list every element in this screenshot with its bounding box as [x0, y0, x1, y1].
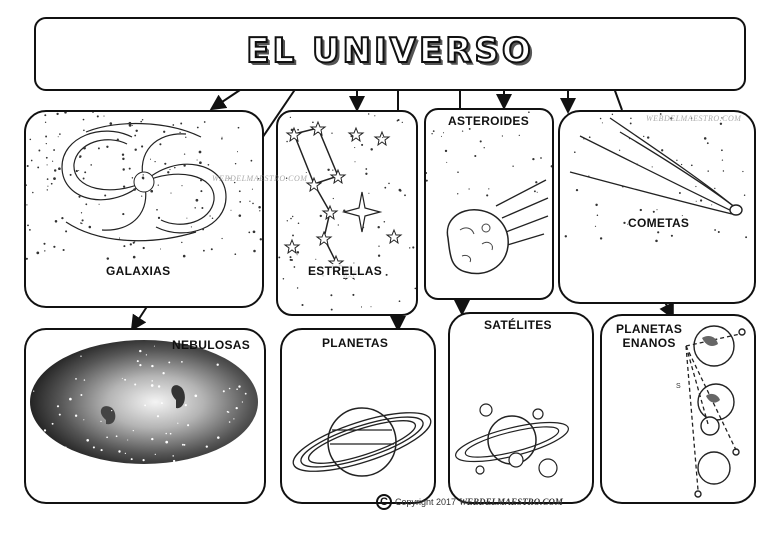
saturn-illustration: [292, 407, 432, 477]
main-title: EL UNIVERSO: [245, 30, 534, 72]
card-asteroides: ASTEROIDES: [424, 108, 554, 300]
label-planetas: PLANETAS: [322, 336, 389, 350]
edge-nebulosas-2: [130, 304, 149, 332]
card-cometas: COMETAS: [558, 110, 756, 304]
label-galaxias: GALAXIAS: [106, 264, 171, 278]
label-asteroides: ASTEROIDES: [448, 114, 530, 128]
card-estrellas: ESTRELLAS: [276, 110, 418, 316]
svg-text:S: S: [676, 383, 681, 390]
card-planetas-enanos: PLANETAS ENANOS S: [600, 314, 756, 504]
copyright-brand: WEBDELMAESTRO.COM: [459, 497, 563, 507]
copyright-text: Copyright 2017: [395, 497, 457, 507]
card-galaxias: GALAXIAS: [24, 110, 264, 308]
nebula-illustration: [29, 338, 263, 471]
title-box: EL UNIVERSO: [34, 17, 746, 91]
constellation-illustration: [278, 113, 416, 311]
watermark-cometas: WEBDELMAESTRO.COM: [646, 114, 742, 123]
dwarf-planets-illustration: S: [676, 325, 746, 498]
galaxy-illustration: [26, 112, 262, 260]
edge-enanos: [613, 87, 623, 111]
card-planetas: PLANETAS: [280, 328, 436, 504]
card-nebulosas: NEBULOSAS: [24, 328, 266, 504]
copyright-notice: C Copyright 2017 WEBDELMAESTRO.COM: [376, 492, 563, 512]
label-satelites: SATÉLITES: [484, 318, 552, 332]
asteroid-illustration: [426, 111, 552, 275]
copyright-symbol-icon: C: [376, 494, 392, 510]
label-planetas-enanos: PLANETAS ENANOS: [616, 322, 683, 350]
watermark-estrellas: WEBDELMAESTRO.COM: [212, 174, 308, 183]
label-nebulosas: NEBULOSAS: [172, 338, 251, 352]
satellites-illustration: [455, 403, 569, 478]
label-estrellas: ESTRELLAS: [308, 264, 383, 278]
edge-galaxias: [209, 87, 244, 111]
label-cometas: COMETAS: [628, 216, 690, 230]
card-satelites: SATÉLITES: [448, 312, 594, 504]
comet-illustration: [564, 113, 748, 243]
